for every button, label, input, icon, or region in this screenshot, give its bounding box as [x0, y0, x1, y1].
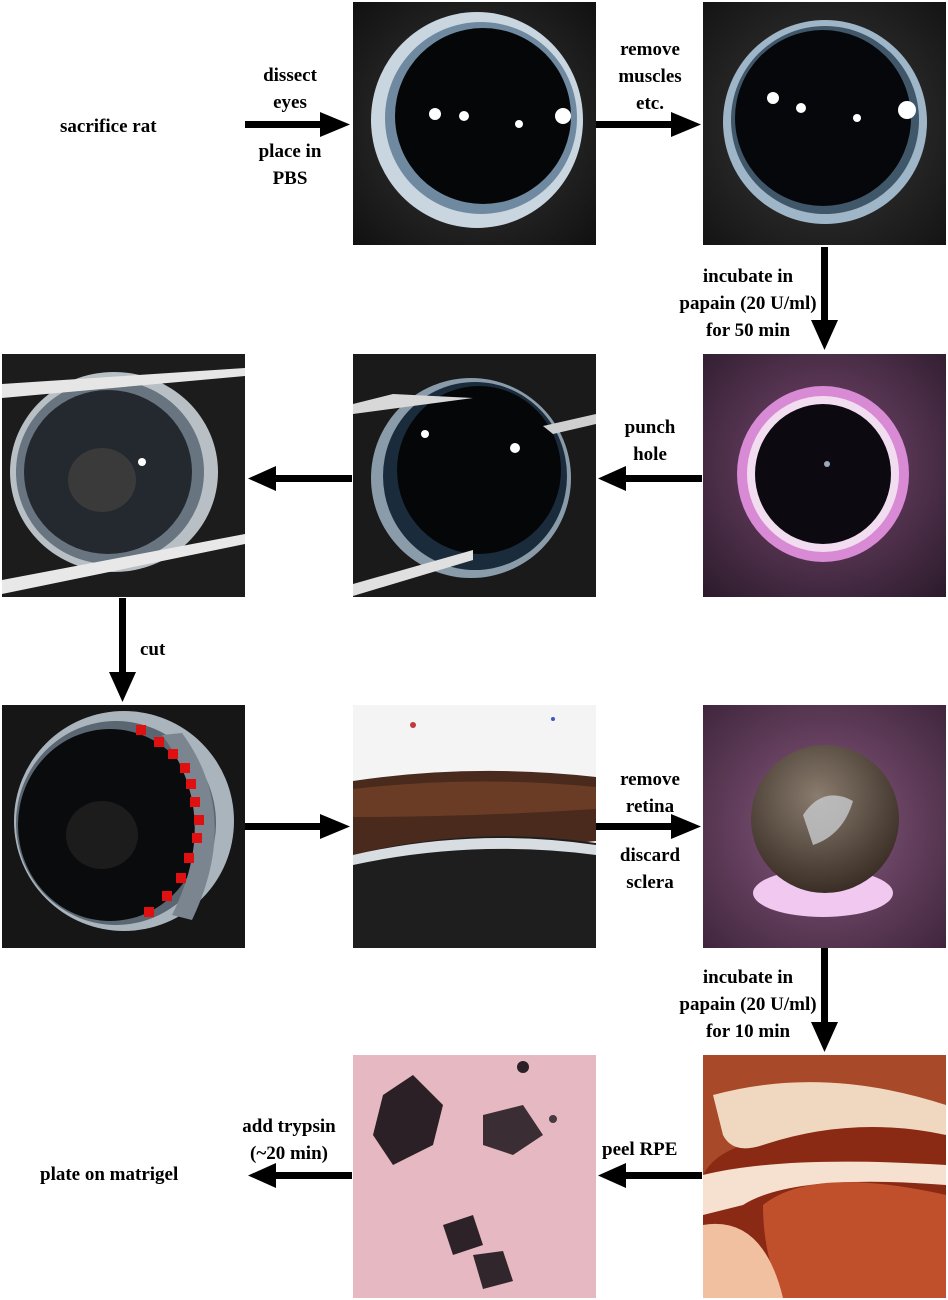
text-for-10-min: for 10 min [705, 1021, 791, 1042]
step-add-trypsin: add trypsin (~20 min) [234, 1113, 344, 1167]
step-incubate-50: incubate in papain (20 U/ml) for 50 min [663, 263, 833, 344]
arrow-retina-to-peel [811, 948, 838, 1052]
text-peel-rpe: peel RPE [602, 1139, 678, 1160]
arrow-sacrifice-to-dissect [245, 112, 350, 137]
text-plate-on-matrigel: plate on matrigel [40, 1164, 179, 1185]
text-remove-2: remove [620, 769, 680, 790]
step-peel-rpe: peel RPE [602, 1136, 677, 1163]
text-incubate-in-2: incubate in [702, 967, 794, 988]
text-place-in: place in [258, 141, 322, 162]
step-cut: cut [140, 636, 165, 663]
text-dissect: dissect [263, 65, 317, 86]
arrow-closeup-to-retina-removed [596, 814, 701, 839]
text-remove: remove [620, 39, 680, 60]
step-incubate-10: incubate in papain (20 U/ml) for 10 min [663, 964, 833, 1045]
photo-cut-eye [2, 705, 245, 948]
arrow-papain-to-punch [598, 466, 702, 491]
arrow-forceps-to-cut [109, 598, 136, 702]
photo-punched-eye [353, 354, 596, 597]
arrow-fragments-to-plate [248, 1163, 352, 1188]
photo-dissected-eye [353, 2, 596, 245]
text-hole: hole [633, 444, 667, 465]
text-etc: etc. [636, 93, 664, 114]
text-eyes: eyes [273, 92, 307, 113]
text-papain-concentration-2: papain (20 U/ml) [679, 994, 817, 1015]
photo-rpe-fragments [353, 1055, 596, 1298]
text-cut: cut [140, 639, 166, 660]
photo-retina-removed [703, 705, 946, 948]
text-sacrifice-rat: sacrifice rat [60, 116, 157, 137]
text-muscles: muscles [618, 66, 682, 87]
arrow-clean-to-papain [811, 247, 838, 350]
text-discard: discard [619, 845, 681, 866]
text-add-trypsin: add trypsin [242, 1116, 336, 1137]
arrow-punch-to-forceps [248, 466, 352, 491]
text-trypsin-duration: (~20 min) [250, 1143, 328, 1164]
step-place-in-pbs: place in PBS [245, 138, 335, 192]
text-sclera: sclera [626, 872, 674, 893]
arrow-cut-to-closeup [245, 814, 350, 839]
text-retina: retina [625, 796, 675, 817]
step-discard-sclera: discard sclera [605, 842, 695, 896]
photo-eye-in-forceps [2, 354, 245, 597]
text-punch: punch [624, 417, 676, 438]
photo-cleaned-eye [703, 2, 946, 245]
text-papain-concentration: papain (20 U/ml) [679, 293, 817, 314]
step-dissect-eyes: dissect eyes [245, 62, 335, 116]
arrow-dissect-to-clean [596, 112, 701, 137]
step-remove-retina: remove retina [605, 766, 695, 820]
step-sacrifice-rat: sacrifice rat [60, 113, 157, 140]
step-plate-on-matrigel: plate on matrigel [40, 1161, 178, 1188]
photo-papain-incubated-eye [703, 354, 946, 597]
cut-line-markers [136, 725, 204, 917]
text-pbs: PBS [272, 168, 308, 189]
photo-eye-layers-closeup [353, 705, 596, 948]
text-for-50-min: for 50 min [705, 320, 791, 341]
step-remove-muscles: remove muscles etc. [605, 36, 695, 117]
text-incubate-in: incubate in [702, 266, 794, 287]
arrow-peel-to-fragments [598, 1163, 702, 1188]
step-punch-hole: punch hole [610, 414, 690, 468]
photo-peel-rpe [703, 1055, 946, 1298]
